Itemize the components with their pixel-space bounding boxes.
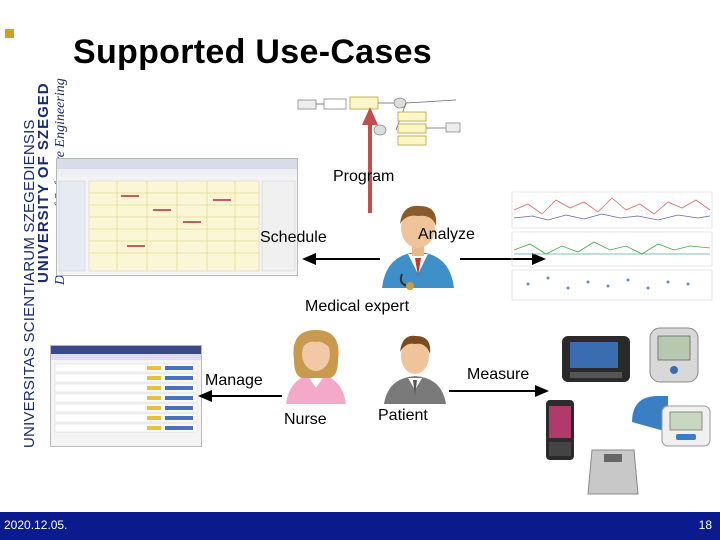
analysis-charts-thumbnail: [511, 191, 713, 301]
footer-date: 2020.12.05.: [4, 518, 68, 532]
workflow-diagram-thumbnail: [297, 96, 461, 146]
mobile-phone-icon: [546, 400, 574, 460]
patient-label: Patient: [378, 407, 428, 424]
measure-arrow: [449, 385, 549, 397]
patient-icon: [384, 335, 446, 404]
patient-management-screenshot: [50, 345, 202, 447]
slide-title: Supported Use-Cases: [73, 33, 433, 71]
weight-scale-icon: [587, 449, 639, 495]
medical-expert-label: Medical expert: [305, 298, 410, 315]
schedule-screenshot: [56, 158, 298, 276]
patient-table: [51, 346, 201, 433]
schedule-arrow: [302, 253, 380, 265]
manage-label: Manage: [205, 372, 263, 389]
measure-label: Measure: [467, 366, 530, 383]
program-label: Program: [333, 168, 395, 185]
medical-expert-icon: [382, 205, 454, 290]
page-number: 18: [698, 518, 712, 532]
smartphone-icon: [562, 336, 630, 382]
blood-pressure-monitor-icon: [632, 396, 711, 447]
blood-glucose-meter-icon: [649, 327, 699, 383]
manage-arrow: [198, 390, 282, 402]
nurse-icon: [286, 330, 346, 404]
analyze-arrow: [460, 253, 546, 265]
calendar-grid: [57, 159, 297, 272]
program-arrow: [362, 107, 378, 213]
analyze-label: Analyze: [418, 226, 475, 243]
brand-university-text: UNIVERSITY OF SZEGED: [35, 82, 52, 283]
nurse-label: Nurse: [284, 411, 327, 428]
brand-corner-square: [5, 29, 14, 38]
footer-bar: 2020.12.05. 18: [0, 512, 720, 540]
schedule-label: Schedule: [260, 229, 327, 246]
